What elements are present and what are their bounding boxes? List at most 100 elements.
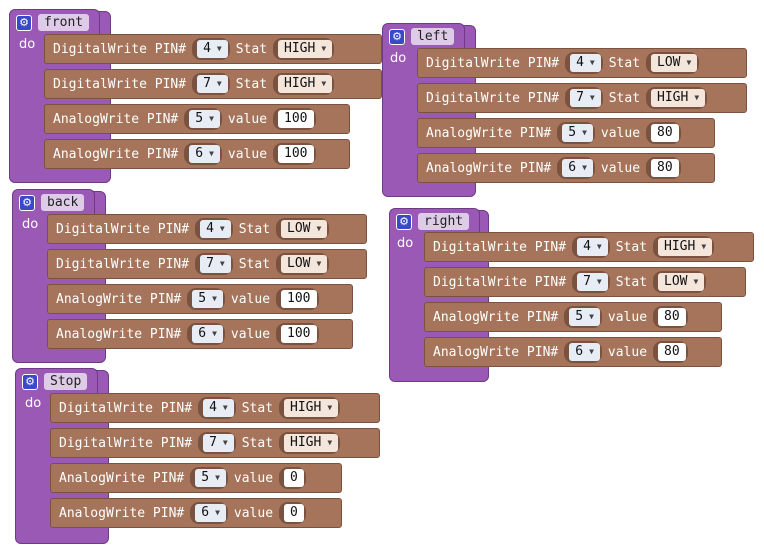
analog-write-block[interactable]: AnalogWrite PIN# 5▼ value 100: [47, 284, 353, 314]
triangle-down-icon: ▼: [327, 403, 333, 412]
function-name[interactable]: back: [41, 194, 85, 211]
gear-icon[interactable]: ⚙: [19, 194, 35, 211]
digital-write-block[interactable]: DigitalWrite PIN# 4▼ Stat HIGH▼: [50, 393, 380, 423]
stat-dropdown[interactable]: LOW▼: [658, 273, 705, 291]
pin-dropdown[interactable]: 5▼: [192, 290, 223, 308]
value-input[interactable]: 80: [651, 124, 679, 142]
digital-write-block[interactable]: DigitalWrite PIN# 7▼ Stat HIGH▼: [50, 428, 380, 458]
block-label: DigitalWrite PIN#: [56, 221, 190, 237]
param-label: Stat: [608, 90, 641, 106]
pin-dropdown[interactable]: 7▼: [197, 75, 228, 93]
analog-write-block[interactable]: AnalogWrite PIN# 6▼ value 0: [50, 498, 342, 528]
pin-dropdown[interactable]: 6▼: [192, 325, 223, 343]
gear-icon[interactable]: ⚙: [22, 373, 38, 390]
stat-dropdown[interactable]: LOW▼: [281, 255, 328, 273]
digital-write-block[interactable]: DigitalWrite PIN# 4▼ Stat HIGH▼: [44, 34, 382, 64]
value-input[interactable]: 100: [281, 290, 317, 308]
pin-dropdown[interactable]: 6▼: [569, 343, 600, 361]
pin-dropdown[interactable]: 5▼: [569, 308, 600, 326]
analog-write-block[interactable]: AnalogWrite PIN# 5▼ value 100: [44, 104, 350, 134]
digital-write-block[interactable]: DigitalWrite PIN# 7▼ Stat LOW▼: [424, 267, 746, 297]
value-input[interactable]: 80: [658, 343, 686, 361]
triangle-down-icon: ▼: [209, 149, 214, 158]
pin-dropdown[interactable]: 7▼: [200, 255, 231, 273]
value-input[interactable]: 100: [278, 110, 314, 128]
pin-dropdown[interactable]: 7▼: [577, 273, 608, 291]
stat-dropdown[interactable]: LOW▼: [651, 54, 698, 72]
value-input[interactable]: 0: [284, 504, 304, 522]
stat-dropdown[interactable]: HIGH▼: [658, 238, 713, 256]
triangle-down-icon: ▼: [209, 114, 214, 123]
stat-dropdown[interactable]: HIGH▼: [284, 434, 339, 452]
analog-write-block[interactable]: AnalogWrite PIN# 5▼ value 0: [50, 463, 342, 493]
triangle-down-icon: ▼: [582, 128, 587, 137]
stat-dropdown[interactable]: HIGH▼: [651, 89, 706, 107]
triangle-down-icon: ▼: [589, 347, 594, 356]
block-label: AnalogWrite PIN#: [59, 505, 185, 521]
analog-write-block[interactable]: AnalogWrite PIN# 5▼ value 80: [424, 302, 722, 332]
value-input[interactable]: 0: [284, 469, 304, 487]
param-label: Stat: [235, 41, 268, 57]
pin-dropdown[interactable]: 5▼: [189, 110, 220, 128]
block-label: AnalogWrite PIN#: [56, 326, 182, 342]
value-input[interactable]: 80: [658, 308, 686, 326]
triangle-down-icon: ▼: [701, 242, 707, 251]
function-header[interactable]: ⚙ Stop: [15, 368, 99, 394]
digital-write-block[interactable]: DigitalWrite PIN# 7▼ Stat HIGH▼: [417, 83, 747, 113]
analog-write-block[interactable]: AnalogWrite PIN# 6▼ value 80: [424, 337, 722, 367]
function-name[interactable]: right: [418, 213, 470, 230]
gear-icon[interactable]: ⚙: [389, 28, 405, 45]
block-label: DigitalWrite PIN#: [433, 274, 567, 290]
function-header[interactable]: ⚙ left: [382, 23, 466, 49]
triangle-down-icon: ▼: [316, 259, 322, 268]
triangle-down-icon: ▼: [212, 329, 217, 338]
gear-icon[interactable]: ⚙: [16, 14, 32, 31]
triangle-down-icon: ▼: [596, 242, 602, 251]
function-header[interactable]: ⚙ right: [389, 208, 481, 234]
analog-write-block[interactable]: AnalogWrite PIN# 6▼ value 100: [47, 319, 353, 349]
value-input[interactable]: 100: [278, 145, 314, 163]
function-name[interactable]: front: [38, 14, 90, 31]
function-header[interactable]: ⚙ front: [9, 9, 101, 35]
digital-write-block[interactable]: DigitalWrite PIN# 7▼ Stat HIGH▼: [44, 69, 382, 99]
value-input[interactable]: 100: [281, 325, 317, 343]
stat-dropdown[interactable]: HIGH▼: [278, 75, 333, 93]
do-label: do: [25, 396, 42, 411]
pin-dropdown[interactable]: 7▼: [570, 89, 601, 107]
param-label: value: [233, 470, 274, 486]
triangle-down-icon: ▼: [686, 58, 692, 67]
analog-write-block[interactable]: AnalogWrite PIN# 6▼ value 100: [44, 139, 350, 169]
pin-dropdown[interactable]: 5▼: [562, 124, 593, 142]
pin-dropdown[interactable]: 4▼: [203, 399, 234, 417]
pin-dropdown[interactable]: 4▼: [570, 54, 601, 72]
block-label: AnalogWrite PIN#: [433, 309, 559, 325]
block-label: AnalogWrite PIN#: [56, 291, 182, 307]
stat-dropdown[interactable]: LOW▼: [281, 220, 328, 238]
analog-write-block[interactable]: AnalogWrite PIN# 6▼ value 80: [417, 153, 715, 183]
digital-write-block[interactable]: DigitalWrite PIN# 7▼ Stat LOW▼: [47, 249, 367, 279]
gear-icon[interactable]: ⚙: [396, 213, 412, 230]
triangle-down-icon: ▼: [212, 294, 217, 303]
pin-dropdown[interactable]: 6▼: [562, 159, 593, 177]
stat-dropdown[interactable]: HIGH▼: [278, 40, 333, 58]
function-header[interactable]: ⚙ back: [12, 189, 96, 215]
triangle-down-icon: ▼: [219, 224, 225, 233]
pin-dropdown[interactable]: 6▼: [189, 145, 220, 163]
function-name[interactable]: left: [411, 28, 455, 45]
function-name[interactable]: Stop: [44, 373, 88, 390]
pin-dropdown[interactable]: 4▼: [200, 220, 231, 238]
digital-write-block[interactable]: DigitalWrite PIN# 4▼ Stat HIGH▼: [424, 232, 754, 262]
pin-dropdown[interactable]: 4▼: [197, 40, 228, 58]
block-label: DigitalWrite PIN#: [433, 239, 567, 255]
digital-write-block[interactable]: DigitalWrite PIN# 4▼ Stat LOW▼: [47, 214, 367, 244]
pin-dropdown[interactable]: 7▼: [203, 434, 234, 452]
param-label: value: [227, 111, 268, 127]
analog-write-block[interactable]: AnalogWrite PIN# 5▼ value 80: [417, 118, 715, 148]
value-input[interactable]: 80: [651, 159, 679, 177]
triangle-down-icon: ▼: [694, 93, 700, 102]
pin-dropdown[interactable]: 4▼: [577, 238, 608, 256]
pin-dropdown[interactable]: 6▼: [195, 504, 226, 522]
pin-dropdown[interactable]: 5▼: [195, 469, 226, 487]
digital-write-block[interactable]: DigitalWrite PIN# 4▼ Stat LOW▼: [417, 48, 747, 78]
stat-dropdown[interactable]: HIGH▼: [284, 399, 339, 417]
